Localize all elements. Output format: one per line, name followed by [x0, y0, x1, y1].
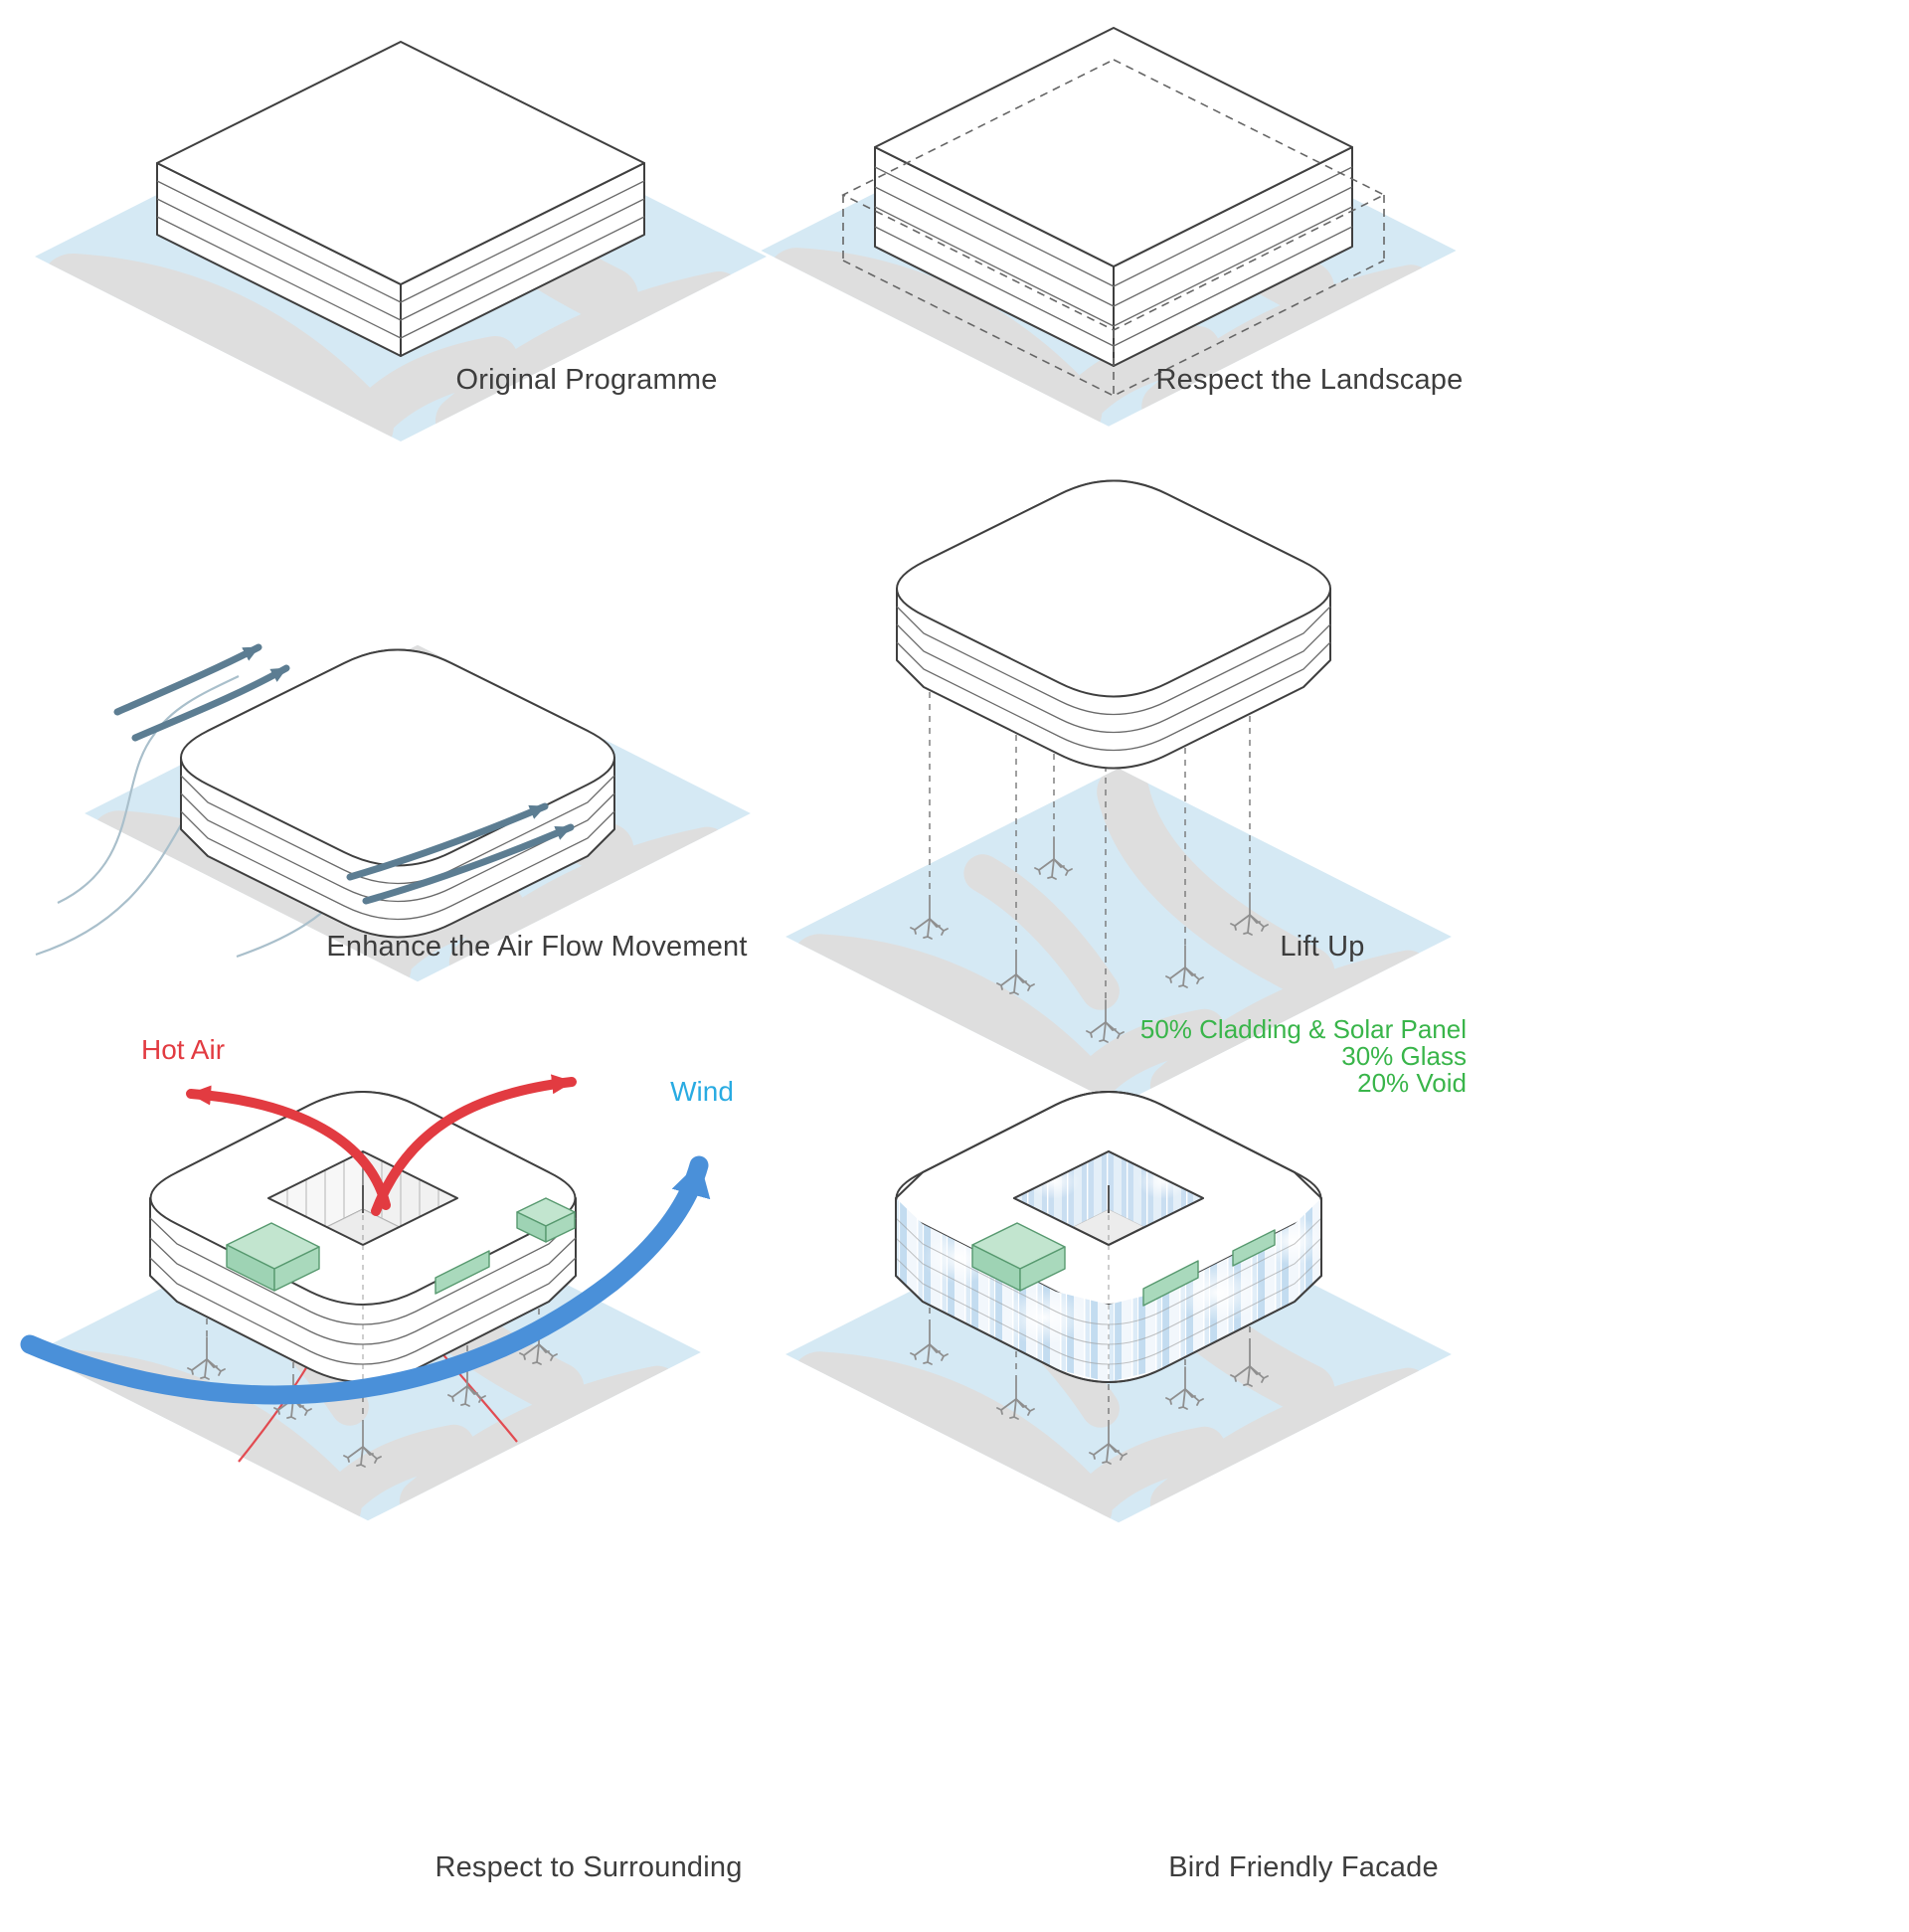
building-top-face: [156, 41, 645, 285]
caption-respect-landscape: Respect the Landscape: [1155, 364, 1464, 396]
caption-airflow: Enhance the Air Flow Movement: [326, 931, 748, 963]
hot-air-arrow-left: [186, 1085, 391, 1210]
hot-air-label: Hot Air: [140, 1034, 226, 1065]
lifted-building-slab: [896, 479, 1331, 770]
green-solar-panels: [971, 1222, 1276, 1307]
wind-label: Wind: [670, 1076, 734, 1107]
caption-bird-facade: Bird Friendly Facade: [1168, 1851, 1439, 1883]
caption-lift-up: Lift Up: [1280, 931, 1365, 963]
floor-lines: [874, 166, 1353, 347]
original-volume-dashed-outline: [841, 59, 1386, 397]
airflow-arrow-upleft-2: [131, 664, 290, 742]
annotation-glass: 30% Glass: [1341, 1041, 1467, 1071]
slab-outline: [895, 1091, 1322, 1383]
wind-arrow: [20, 1155, 711, 1405]
caption-original-programme: Original Programme: [455, 364, 718, 396]
facade-percentage-annotations: 50% Cladding & Solar Panel 30% Glass 20%…: [1140, 1016, 1467, 1097]
panel-surrounding: [20, 1074, 711, 1520]
panel-respect-landscape: [761, 27, 1456, 427]
floor-lines-over-glass: [895, 1217, 1322, 1365]
column-guide-dashed-lines: [929, 1308, 1251, 1422]
annotation-void: 20% Void: [1357, 1068, 1467, 1098]
airflow-arrow-right-1: [346, 802, 549, 881]
panel-original-programme: [35, 42, 767, 441]
annotation-cladding: 50% Cladding & Solar Panel: [1139, 1014, 1467, 1044]
panel-bird-facade: [785, 1091, 1452, 1522]
courtyard-rim: [1013, 1150, 1204, 1246]
panel-airflow: [35, 643, 751, 982]
panel-lift-up: [785, 479, 1452, 1106]
caption-surrounding: Respect to Surrounding: [434, 1851, 743, 1883]
column-guide-dashed-lines: [929, 692, 1251, 1000]
airflow-arrow-right-2: [362, 823, 575, 905]
building-top-face: [874, 27, 1353, 267]
building-box: [156, 41, 645, 357]
hot-air-arrow-right: [371, 1074, 577, 1216]
airflow-arrows: [113, 643, 575, 905]
hot-air-arrows: [186, 1074, 577, 1216]
green-vent-boxes: [226, 1197, 576, 1295]
airflow-arrow-upleft-1: [113, 643, 262, 716]
floor-lines: [156, 180, 645, 339]
